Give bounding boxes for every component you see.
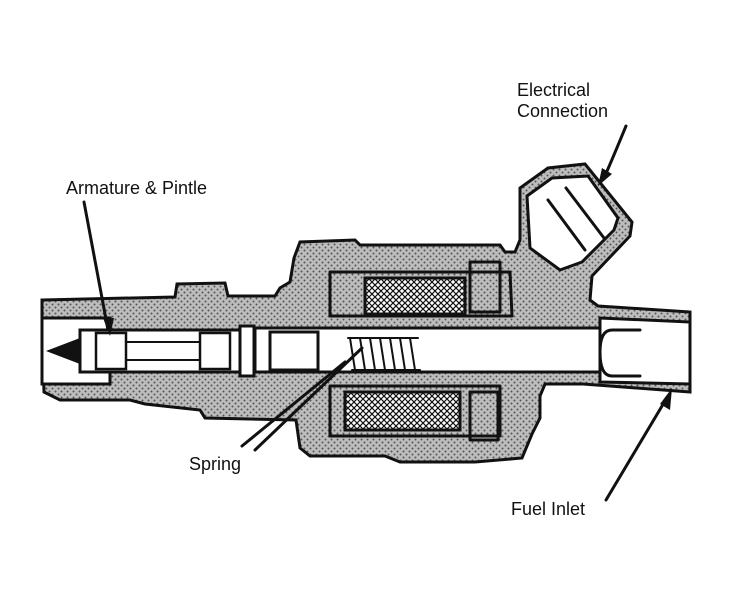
label-electrical-line1: Electrical <box>517 80 591 100</box>
armature-pintle <box>78 324 320 378</box>
leader-electrical <box>598 124 628 186</box>
fuel-inlet-bore <box>598 316 692 386</box>
leader-fuel-inlet <box>604 388 672 502</box>
electrical-connector <box>525 174 620 272</box>
label-fuel-inlet: Fuel Inlet <box>511 499 586 519</box>
leader-armature <box>82 200 114 336</box>
label-armature-pintle: Armature & Pintle <box>66 178 208 198</box>
label-electrical-connection: Electrical Connection <box>517 80 608 122</box>
leader-spring <box>240 346 364 452</box>
upper-coil <box>363 276 467 316</box>
spring <box>347 337 421 371</box>
inlet-filter <box>598 328 642 378</box>
label-electrical-line2: Connection <box>517 101 609 121</box>
label-spring: Spring <box>189 454 242 474</box>
lower-coil <box>343 390 462 432</box>
